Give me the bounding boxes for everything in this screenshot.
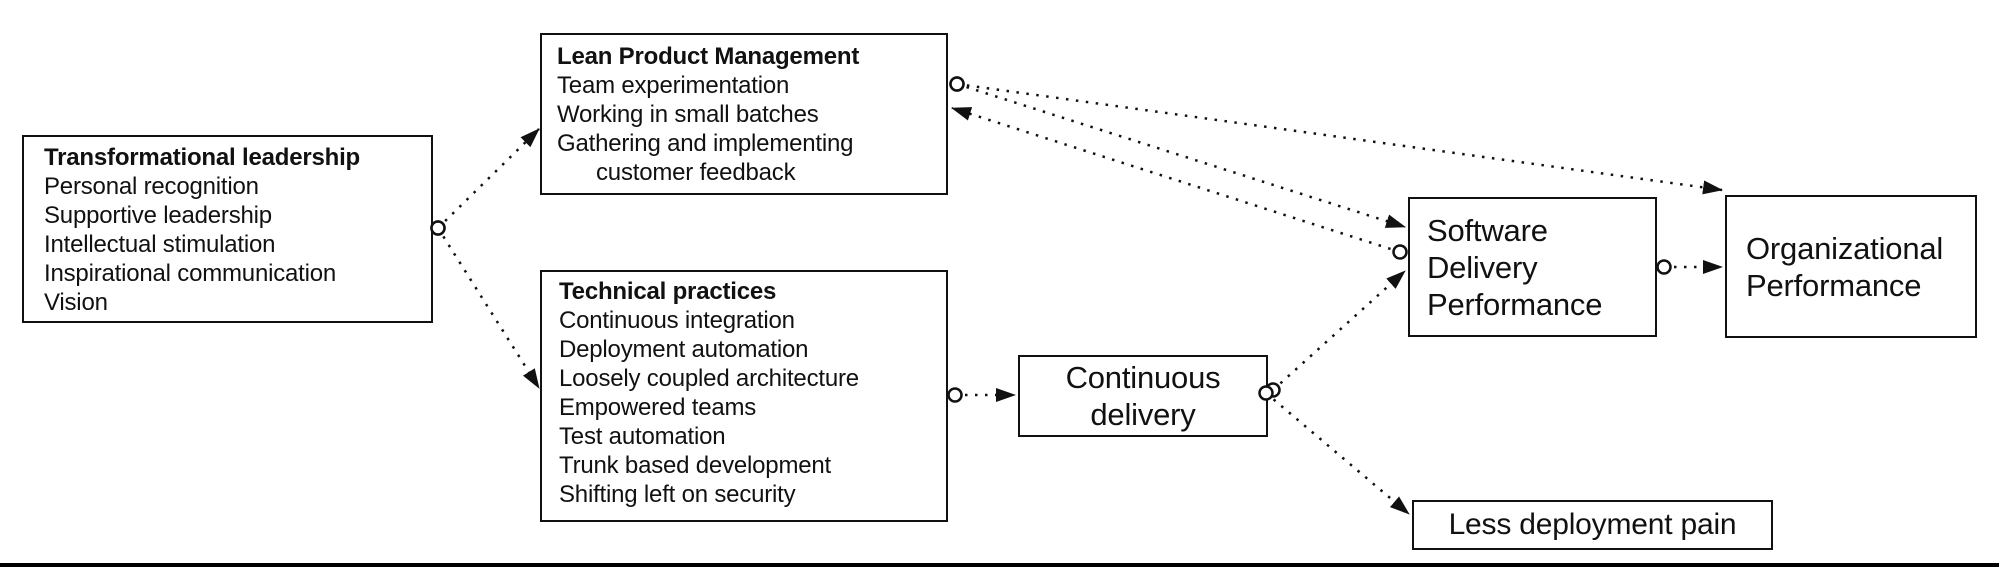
arrow-transformational-leadership-to-technical-practices (430, 220, 541, 389)
box-label: Less deployment pain (1448, 508, 1737, 541)
arrow-lean-product-management-to-software-delivery-performance (949, 76, 1406, 229)
arrow-transformational-leadership-to-lean-product-management (430, 128, 540, 236)
box-item: Deployment automation (559, 336, 809, 363)
arrow-continuous-delivery-to-less-deployment-pain (1258, 385, 1410, 515)
box-item: Supportive leadership (44, 202, 272, 229)
box-lean-product-management: Lean Product Management Team experimenta… (540, 33, 948, 195)
box-technical-practices: Technical practices Continuous integrati… (540, 270, 948, 522)
bottom-rule (0, 563, 1999, 567)
box-label: Software Delivery Performance (1427, 212, 1603, 322)
arrow-software-delivery-performance-to-lean-product-management (951, 106, 1408, 260)
box-title: Lean Product Management (557, 43, 860, 70)
box-less-deployment-pain: Less deployment pain (1412, 500, 1773, 550)
box-item: Continuous integration (559, 307, 795, 334)
box-item: Working in small batches (557, 101, 819, 128)
box-item: Vision (44, 289, 108, 316)
box-item: Shifting left on security (559, 481, 796, 508)
box-transformational-leadership: Transformational leadership Personal rec… (22, 135, 433, 323)
box-label: Continuous delivery (1065, 360, 1221, 432)
box-item: Team experimentation (557, 72, 790, 99)
box-item: Inspirational communication (44, 260, 337, 287)
box-item: Trunk based development (559, 452, 832, 479)
box-label: Organizational Performance (1746, 230, 1944, 303)
box-title: Technical practices (559, 278, 777, 305)
box-software-delivery-performance: Software Delivery Performance (1408, 197, 1657, 337)
arrow-lean-product-management-to-organizational-performance (949, 76, 1723, 195)
box-item: Intellectual stimulation (44, 231, 276, 258)
box-item: Gathering and implementing customer feed… (557, 130, 854, 186)
box-continuous-delivery: Continuous delivery (1018, 355, 1268, 437)
arrow-continuous-delivery-to-software-delivery-performance (1265, 270, 1406, 398)
box-item: Personal recognition (44, 173, 259, 200)
box-title: Transformational leadership (44, 144, 361, 171)
box-item: Loosely coupled architecture (559, 365, 859, 392)
box-organizational-performance: Organizational Performance (1725, 195, 1977, 338)
box-item: Test automation (559, 423, 726, 450)
box-item: Empowered teams (559, 394, 757, 421)
